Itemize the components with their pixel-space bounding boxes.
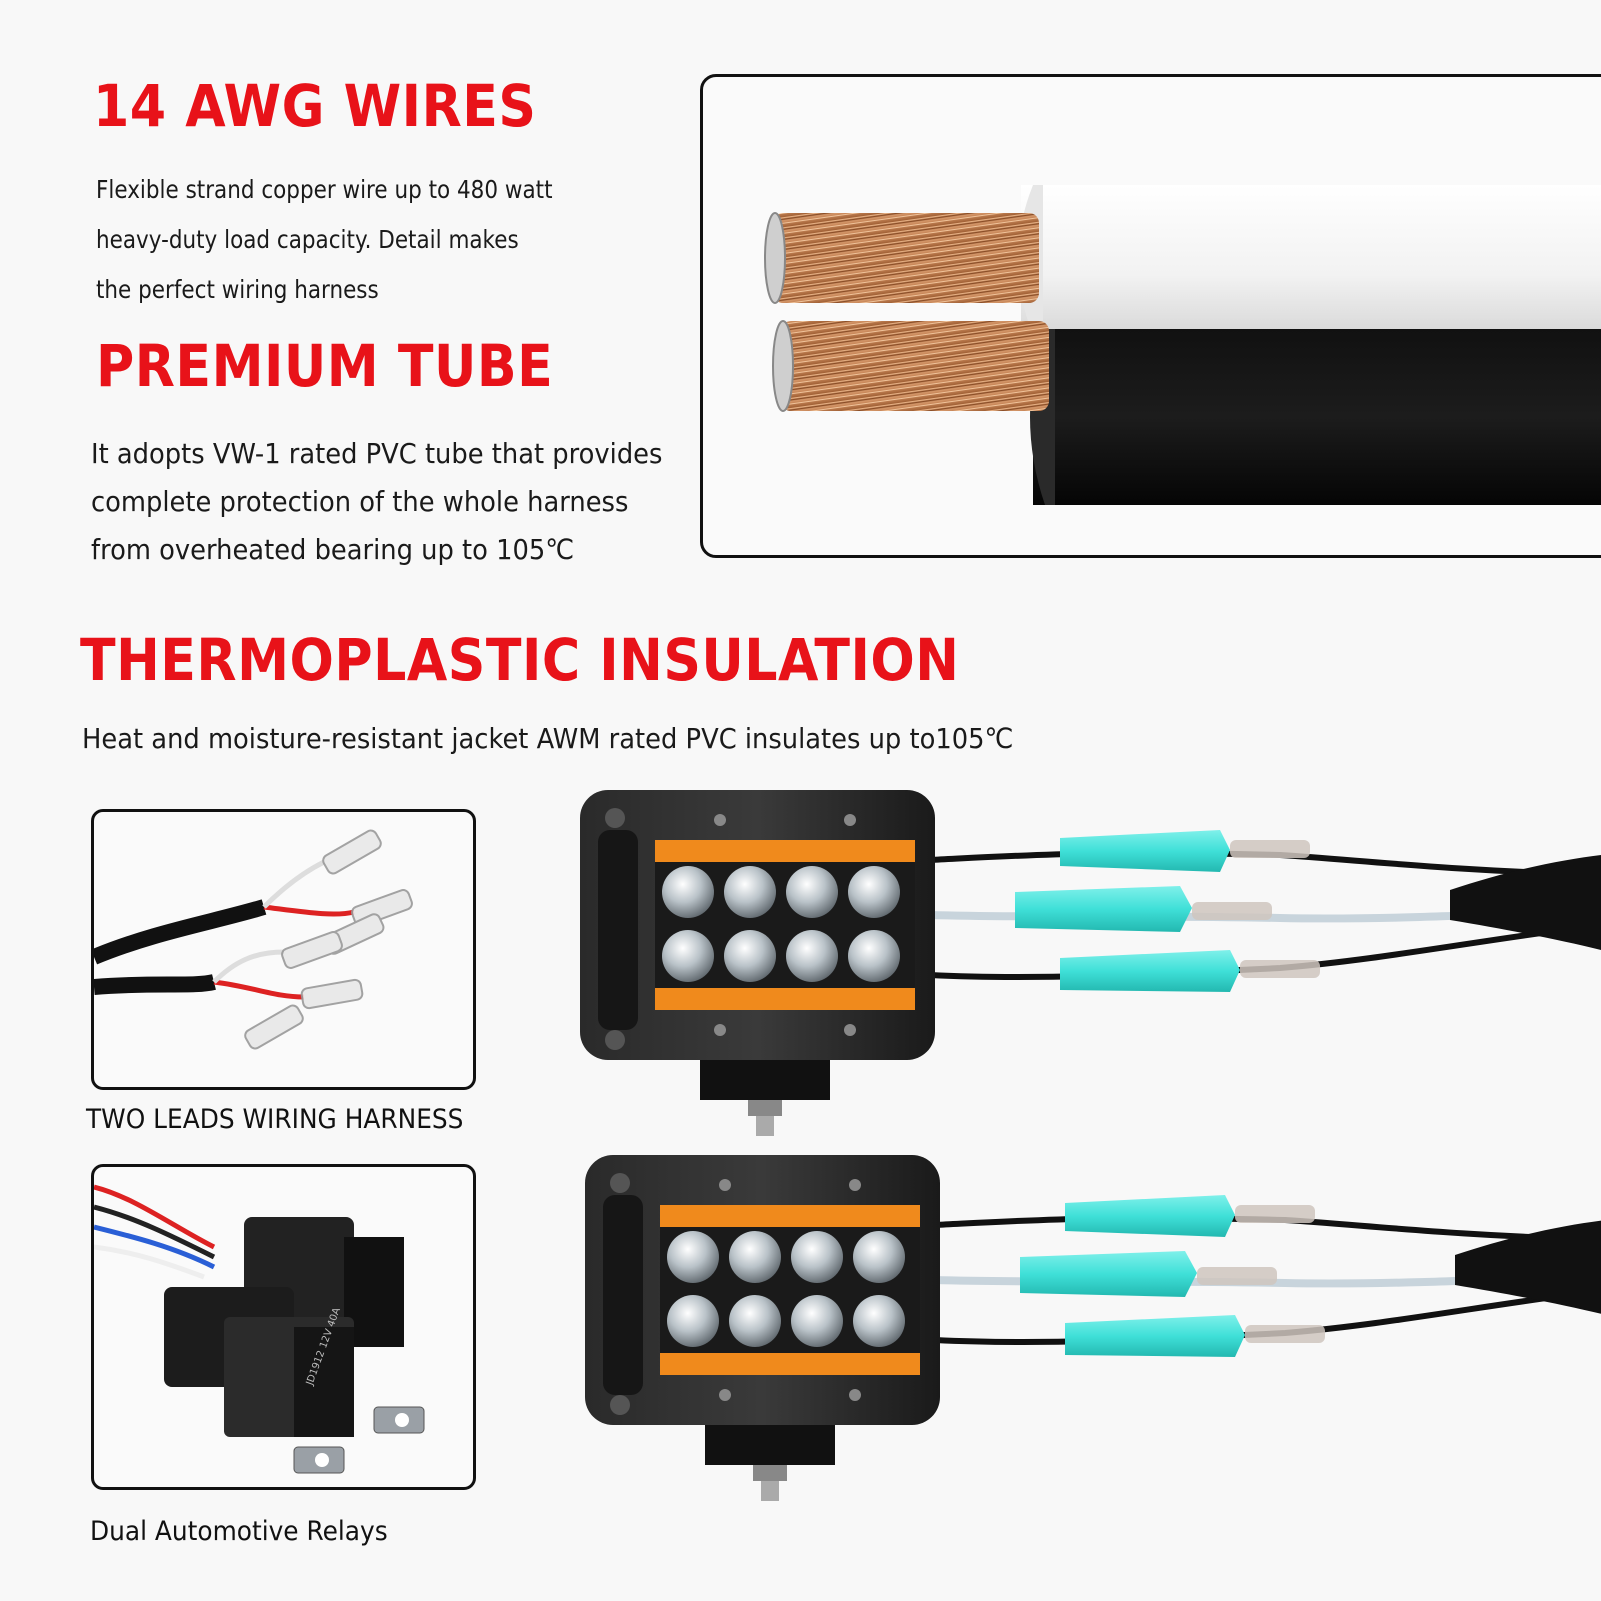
cable-image-frame (700, 74, 1601, 558)
awg-line-2: heavy-duty load capacity. Detail makes (96, 225, 519, 254)
harness-image (94, 829, 413, 1050)
tube-heading: PREMIUM TUBE (96, 332, 554, 400)
copper-cable-image (764, 185, 1601, 505)
awg-line-3: the perfect wiring harness (96, 275, 379, 304)
harness-image-frame (91, 809, 476, 1090)
tube-line-3: from overheated bearing up to 105℃ (91, 533, 575, 566)
awg-description: Flexible strand copper wire up to 480 wa… (96, 165, 552, 315)
tube-description: It adopts VW-1 rated PVC tube that provi… (91, 430, 662, 574)
tube-line-1: It adopts VW-1 rated PVC tube that provi… (91, 437, 663, 470)
led-lights-area (580, 790, 1601, 1580)
harness-caption: TWO LEADS WIRING HARNESS (86, 1104, 464, 1135)
tube-line-2: complete protection of the whole harness (91, 485, 629, 518)
awg-heading: 14 AWG WIRES (93, 72, 537, 140)
awg-line-1: Flexible strand copper wire up to 480 wa… (96, 175, 553, 204)
insulation-heading: THERMOPLASTIC INSULATION (80, 626, 960, 694)
relays-caption: Dual Automotive Relays (90, 1516, 388, 1547)
relay-image: JD1912 12V 40A (94, 1184, 425, 1474)
relay-image-frame: JD1912 12V 40A (91, 1164, 476, 1490)
insulation-description: Heat and moisture-resistant jacket AWM r… (82, 722, 1014, 755)
led-light-image (580, 790, 1601, 1580)
